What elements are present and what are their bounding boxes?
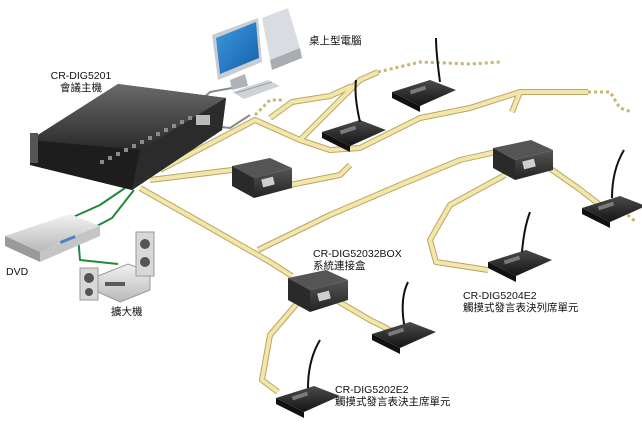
amplifier-label: 擴大機 [111, 306, 143, 318]
conference-host-icon [30, 84, 226, 190]
chairman-model-label: CR-DIG5202E2 [335, 384, 409, 396]
desktop-pc-label: 桌上型電腦 [309, 35, 362, 47]
host-name-label: 會議主機 [60, 82, 102, 94]
box-model-label: CR-DIG52032BOX [313, 248, 402, 260]
dvd-label: DVD [6, 266, 29, 278]
connection-box-icon-2 [288, 270, 348, 312]
network-cables [41, 60, 637, 395]
dvd-player-icon [5, 214, 100, 262]
amplifier-icon [79, 231, 155, 303]
connection-box-icon-3 [493, 140, 553, 180]
mic-unit-delegate [488, 211, 552, 282]
delegate-model-label: CR-DIG5204E2 [463, 290, 537, 302]
mic-unit-upper-left [322, 79, 386, 152]
host-model-label: CR-DIG5201 [50, 70, 112, 82]
connection-box-icon-1 [232, 158, 292, 198]
mic-unit-right [582, 149, 642, 228]
mic-unit-box2 [372, 281, 436, 354]
delegate-name-label: 觸摸式發言表決列席單元 [463, 302, 579, 314]
box-name-label: 系統連接盒 [313, 260, 366, 272]
mic-unit-chairman [276, 339, 340, 418]
mic-unit-top [392, 37, 456, 112]
chairman-name-label: 觸摸式發言表決主席單元 [335, 396, 451, 408]
desktop-computer-icon [212, 8, 302, 99]
